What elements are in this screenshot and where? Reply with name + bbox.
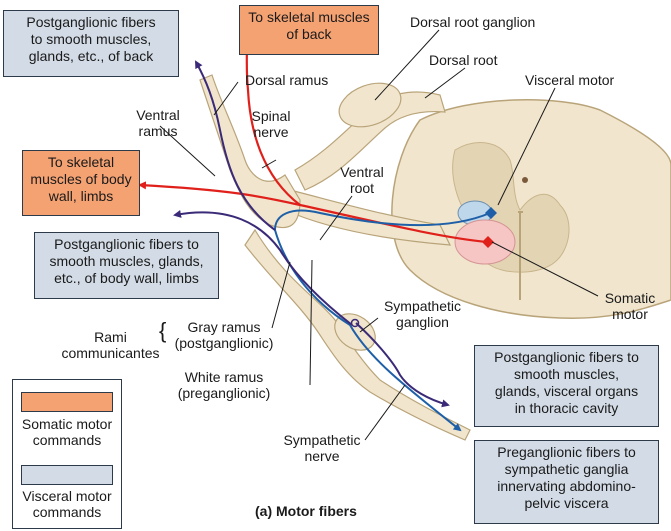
legend-swatch-somatic [21,392,113,412]
label-sympathetic-nerve: Sympathetic nerve [278,432,366,464]
legend: Somatic motor commands Visceral motor co… [12,379,122,529]
label-dorsal-root-ganglion: Dorsal root ganglion [410,14,535,30]
box-skeletal-body: To skeletal muscles of body wall, limbs [22,150,140,216]
label-spinal-nerve: Spinal nerve [246,108,296,140]
label-somatic-motor: Somatic motor [598,290,662,322]
box-postganglionic-thoracic: Postganglionic fibers to smooth muscles,… [474,345,659,427]
label-dorsal-ramus: Dorsal ramus [245,72,328,88]
dorsal-root-ganglion [333,75,407,134]
visceral-postganglionic-thoracic [356,323,448,405]
label-ventral-root: Ventral root [337,164,387,196]
legend-label-visceral: Visceral motor commands [13,488,121,520]
label-ventral-ramus: Ventral ramus [128,107,188,139]
box-preganglionic-abdominal: Preganglionic fibers to sympathetic gang… [474,440,659,524]
legend-label-somatic: Somatic motor commands [13,416,121,448]
central-canal [522,177,528,183]
brace-rami: { [159,320,166,342]
box-postganglionic-body: Postganglionic fibers to smooth muscles,… [34,232,219,299]
box-skeletal-back: To skeletal muscles of back [239,5,379,55]
figure-caption: (a) Motor fibers [255,503,357,519]
box-postganglionic-back: Postganglionic fibers to smooth muscles,… [3,10,179,77]
label-sympathetic-ganglion: Sympathetic ganglion [375,298,470,330]
label-visceral-motor: Visceral motor [525,72,614,88]
legend-swatch-visceral [21,465,113,485]
label-dorsal-root: Dorsal root [429,52,497,68]
label-gray-ramus: Gray ramus (postganglionic) [168,319,280,351]
label-rami-communicantes: Rami communicantes [58,329,163,361]
label-white-ramus: White ramus (preganglionic) [168,369,280,401]
